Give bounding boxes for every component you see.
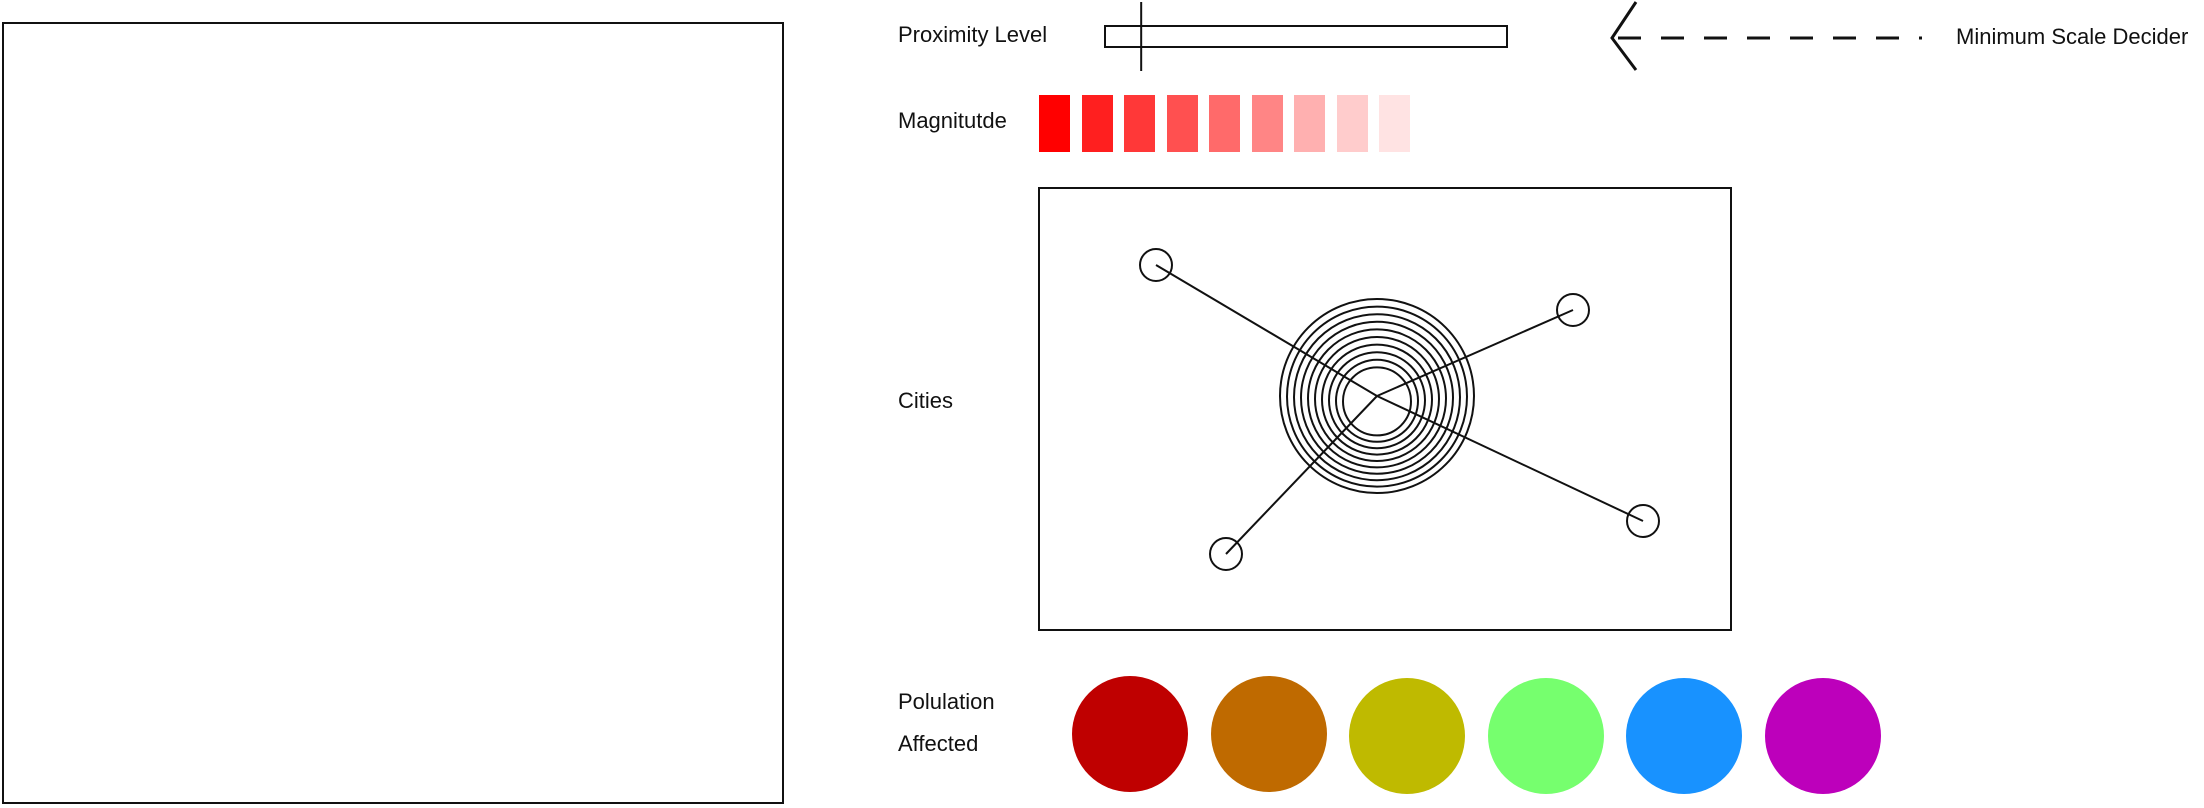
population-label-line1: Polulation (898, 689, 995, 714)
magnitude-swatch[interactable] (1294, 95, 1325, 152)
magnitude-swatch[interactable] (1379, 95, 1410, 152)
magnitude-swatch[interactable] (1039, 95, 1070, 152)
map-panel[interactable] (2, 22, 784, 804)
population-circle[interactable] (1349, 678, 1465, 794)
city-node[interactable] (1139, 248, 1173, 282)
city-link-line (1376, 309, 1574, 397)
magnitude-swatch[interactable] (1124, 95, 1155, 152)
arrow-head-icon (1610, 1, 1638, 71)
epicenter-ring (1342, 366, 1412, 437)
city-link-line (1155, 264, 1378, 397)
cities-diagram (1038, 187, 1732, 631)
epicenter-ring (1335, 358, 1419, 443)
population-circle[interactable] (1072, 676, 1188, 792)
epicenter-ring (1279, 298, 1475, 494)
proximity-slider[interactable] (1104, 2, 1508, 71)
epicenter-ring (1307, 328, 1447, 469)
city-node[interactable] (1556, 293, 1590, 327)
minimum-scale-arrow (1610, 1, 1922, 71)
epicenter-ring (1314, 336, 1440, 462)
population-circle[interactable] (1626, 678, 1742, 794)
proximity-level-label: Proximity Level (898, 22, 1048, 47)
city-node[interactable] (1209, 537, 1243, 571)
city-link-line (1376, 395, 1644, 522)
population-circle[interactable] (1764, 678, 1881, 794)
cities-frame (1038, 187, 1732, 631)
magnitude-swatch[interactable] (1209, 95, 1240, 152)
epicenter-ring (1300, 320, 1454, 475)
epicenter-ring (1286, 305, 1468, 488)
epicenter-ring (1328, 351, 1426, 450)
population-circle[interactable] (1487, 678, 1604, 794)
proximity-slider-track[interactable] (1104, 25, 1508, 48)
population-label-line2: Affected (898, 731, 979, 756)
magnitude-swatch[interactable] (1336, 95, 1368, 152)
epicenter-rings (1279, 298, 1475, 494)
magnitude-swatch[interactable] (1081, 95, 1113, 152)
magnitude-swatch[interactable] (1251, 95, 1283, 152)
epicenter-ring (1321, 343, 1433, 456)
minimum-scale-decider-label: Minimum Scale Decider (1956, 24, 2189, 49)
cities-label: Cities (898, 388, 954, 413)
population-circle[interactable] (1210, 676, 1327, 792)
magnitude-label: Magnitutde (898, 108, 1007, 133)
city-link-line (1225, 395, 1378, 555)
magnitude-swatch[interactable] (1166, 95, 1198, 152)
epicenter-ring (1293, 313, 1461, 482)
city-node[interactable] (1626, 504, 1660, 538)
